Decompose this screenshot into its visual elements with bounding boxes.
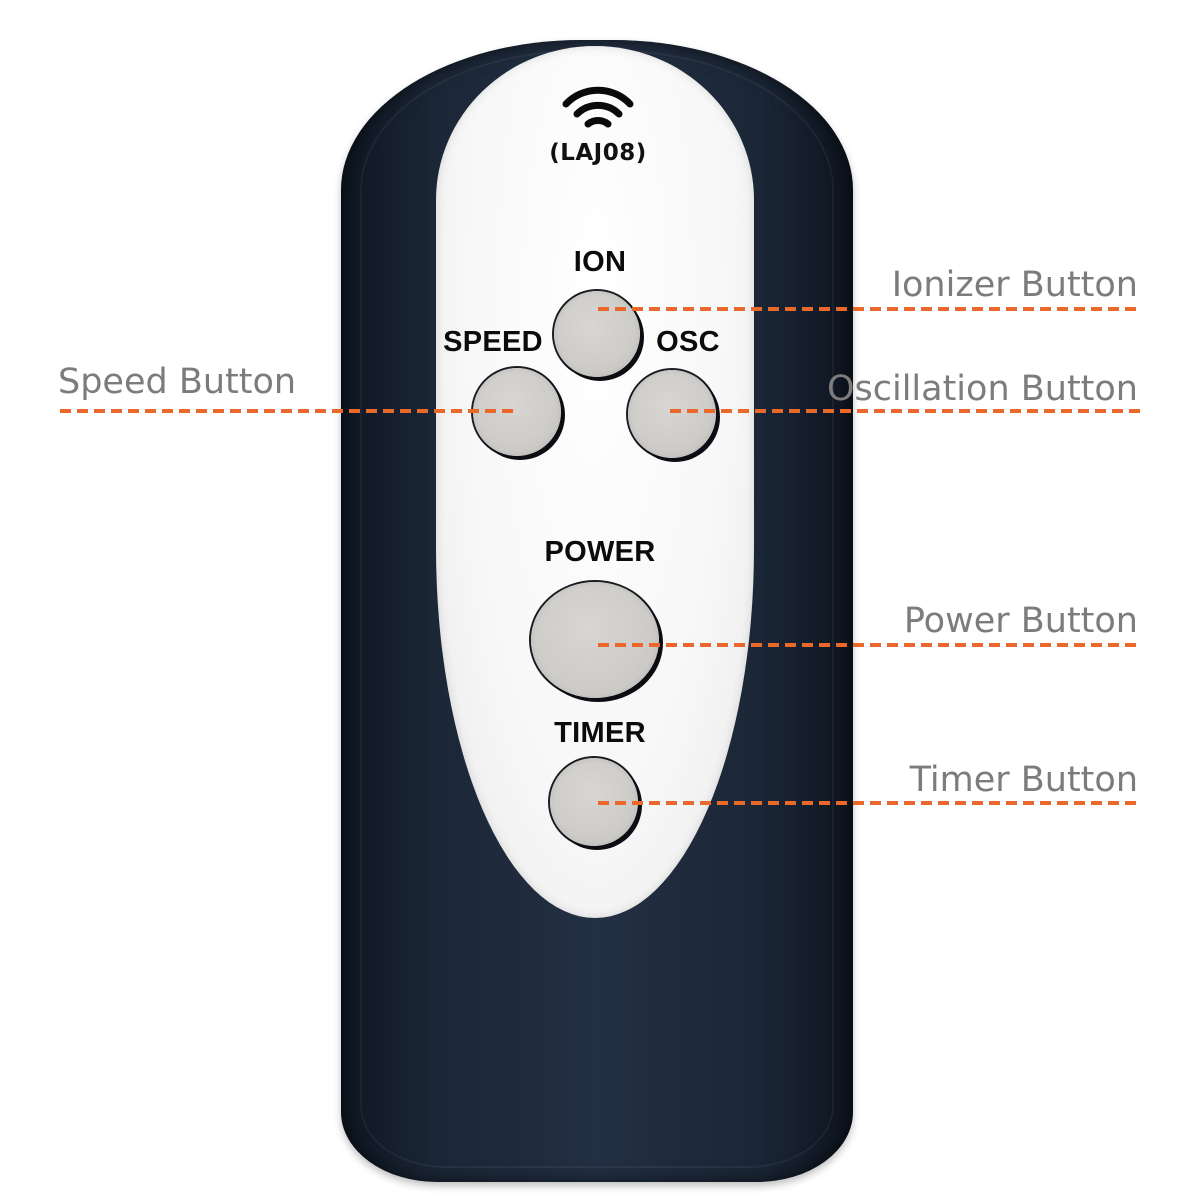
osc-label: OSC — [656, 326, 720, 358]
ion-label: ION — [573, 246, 627, 278]
speed-button[interactable] — [473, 368, 561, 456]
timer-button[interactable] — [550, 758, 638, 846]
ion-button[interactable] — [554, 291, 640, 377]
speed-label: SPEED — [443, 326, 543, 358]
power-label: POWER — [544, 536, 656, 568]
speed-callout-label: Speed Button — [58, 362, 297, 402]
model-number: (LAJ08) — [549, 140, 647, 166]
power-button[interactable] — [531, 582, 659, 698]
wireless-signal-icon — [562, 86, 634, 128]
ionizer-callout-label: Ionizer Button — [891, 265, 1138, 305]
power-callout-label: Power Button — [903, 601, 1138, 641]
oscillation-callout-label: Oscillation Button — [826, 369, 1138, 409]
osc-button[interactable] — [628, 370, 716, 458]
timer-label: TIMER — [554, 717, 646, 749]
timer-callout-label: Timer Button — [909, 760, 1138, 800]
